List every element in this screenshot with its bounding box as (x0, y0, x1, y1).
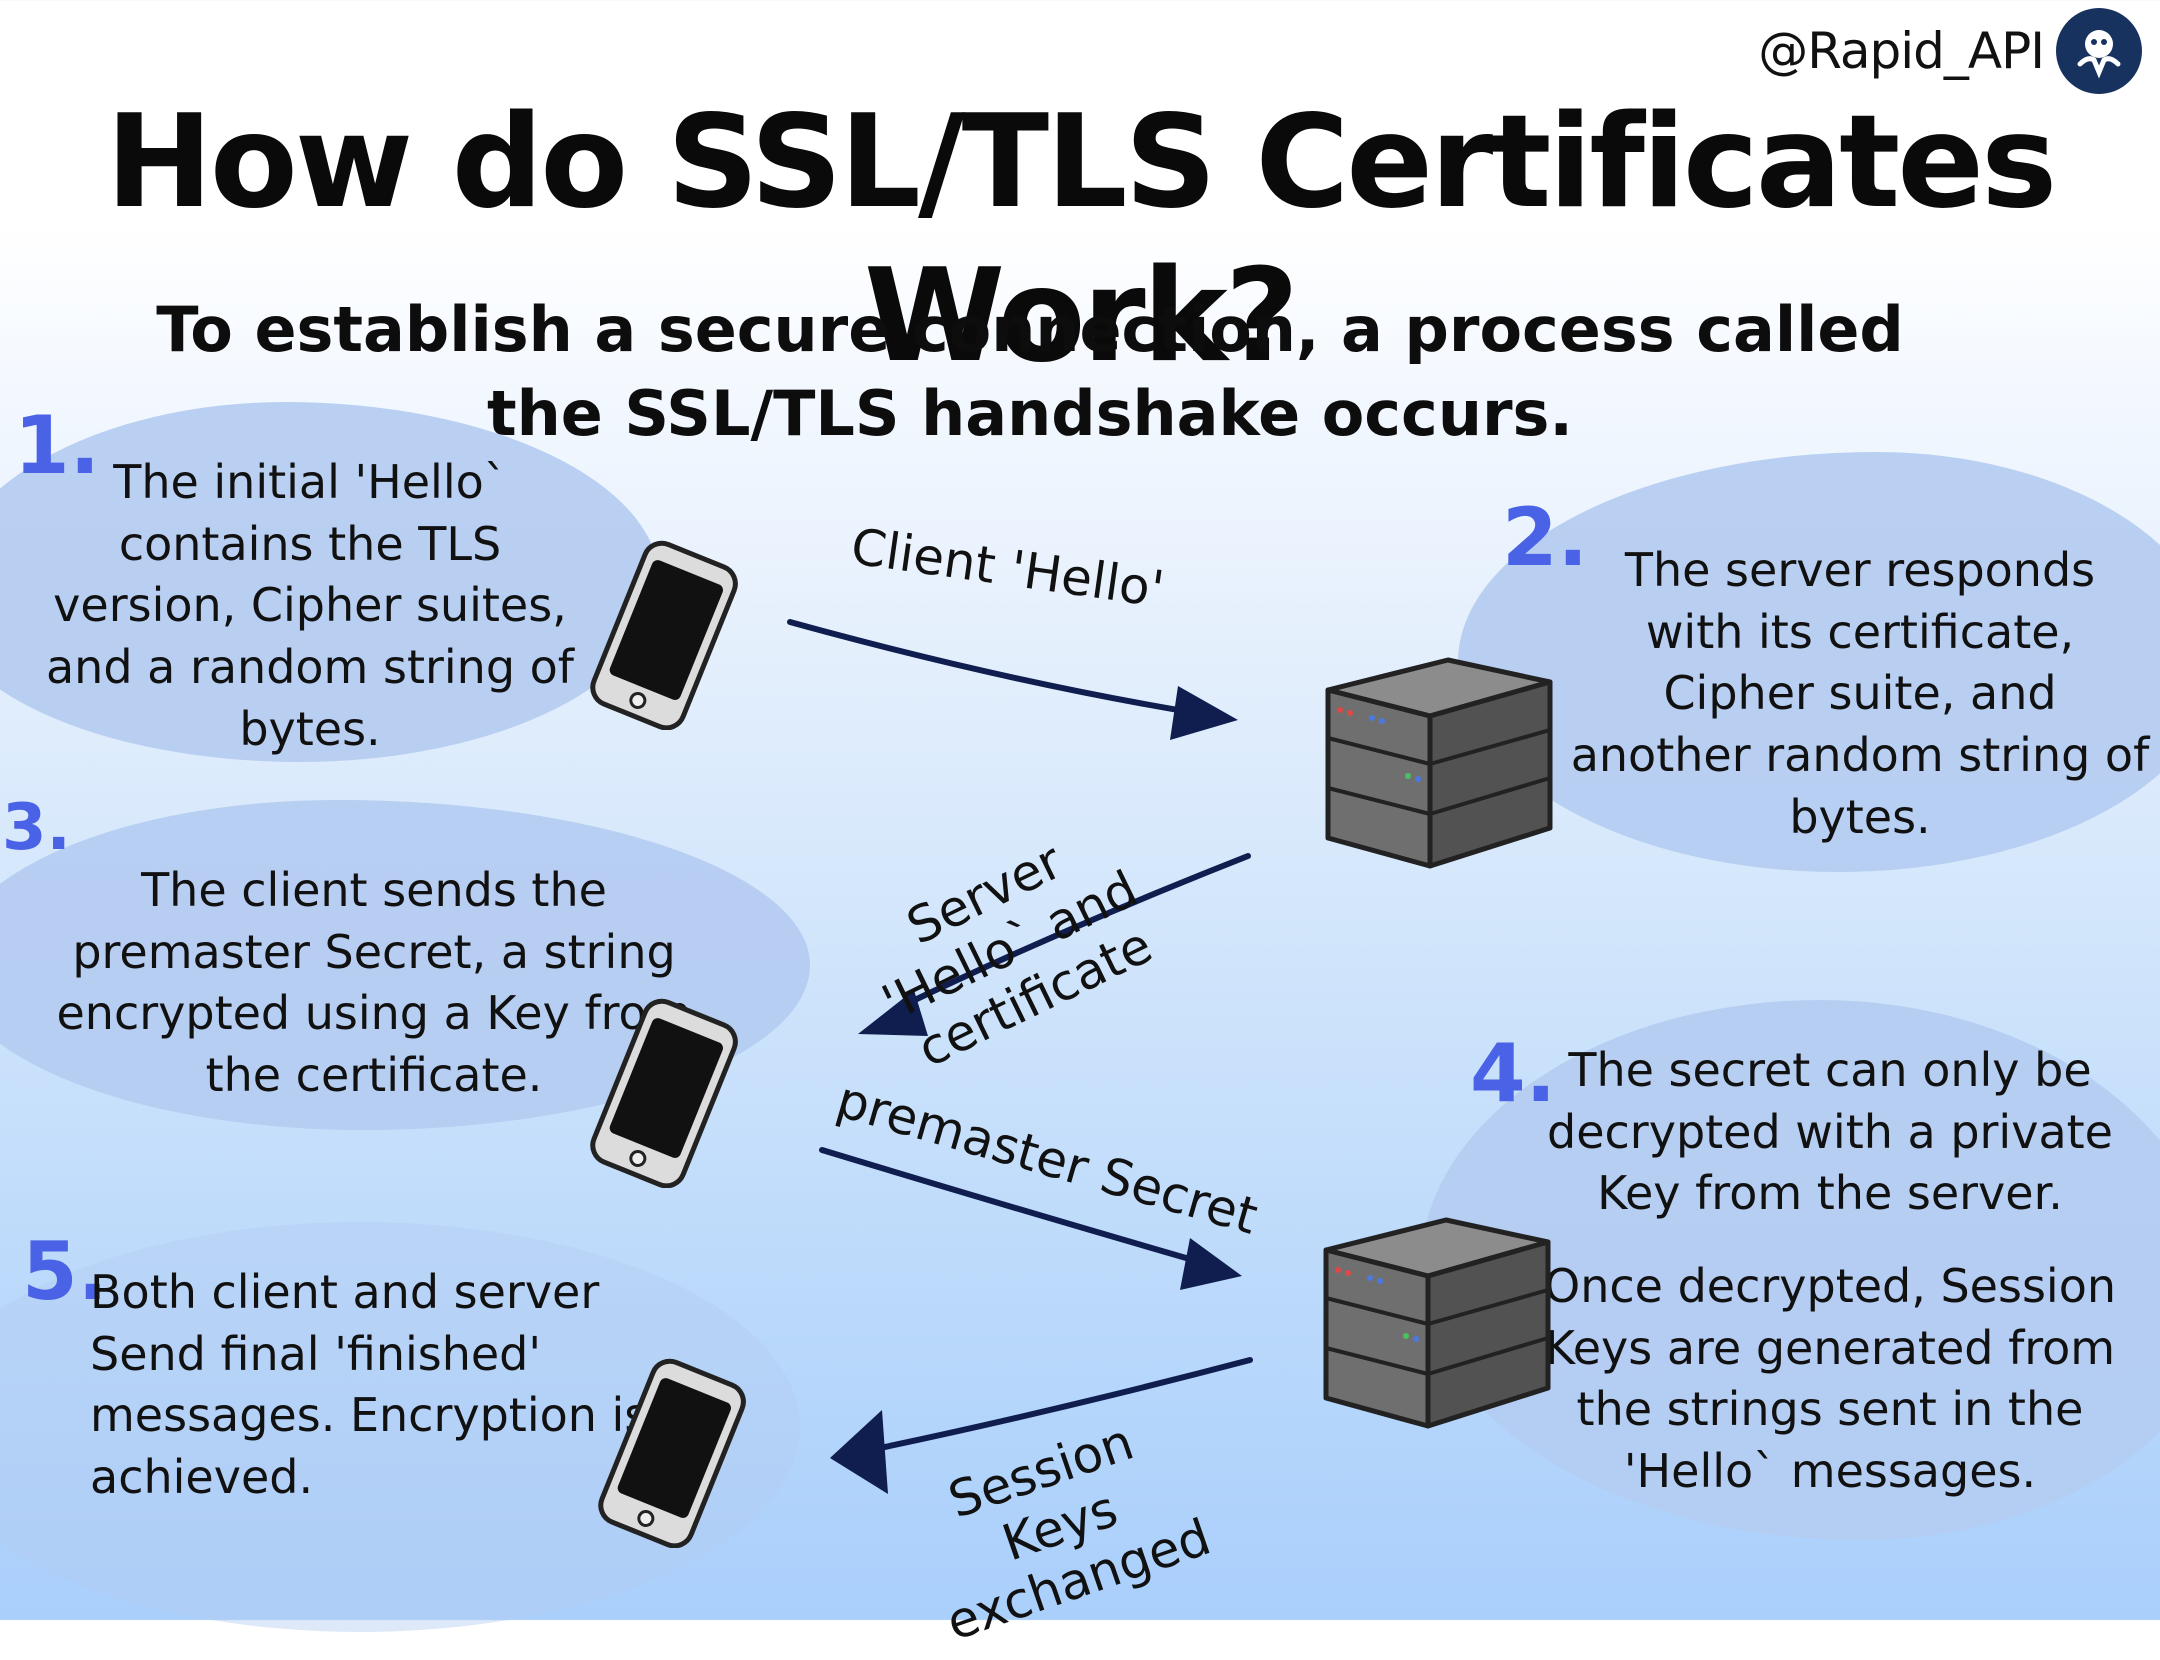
handshake-arrows (0, 0, 2160, 1620)
server-icon (1316, 1212, 1556, 1432)
smartphone-icon (570, 540, 750, 730)
smartphone-icon (570, 998, 750, 1188)
server-icon (1318, 652, 1558, 872)
smartphone-icon (578, 1358, 758, 1548)
arrow-client-hello (790, 622, 1238, 740)
